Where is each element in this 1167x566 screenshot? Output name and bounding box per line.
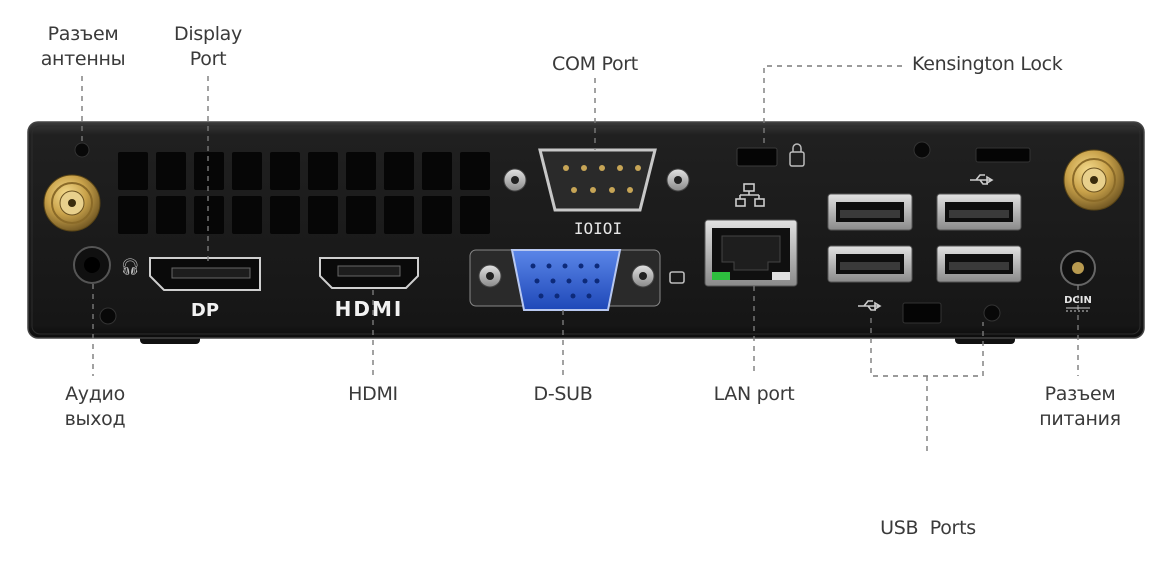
label-antenna-line1: Разъем: [47, 23, 119, 45]
label-power-connector: Разъем питания: [1030, 382, 1130, 432]
hdmi-connector: [319, 257, 419, 289]
com-port: [503, 148, 690, 212]
usb-port: [936, 193, 1022, 231]
com-marking: IOIOI: [574, 219, 622, 238]
label-display-port-line1: Display: [174, 23, 242, 45]
headphone-icon: 🎧︎: [120, 257, 140, 276]
usb-port: [827, 245, 913, 283]
label-antenna-connector: Разъем антенны: [34, 22, 132, 72]
dcin-marking: DCIN: [1064, 295, 1092, 306]
label-kensington-text: Kensington Lock: [912, 53, 1063, 75]
usb-port: [827, 193, 913, 231]
device-illustration: 🎧︎: [27, 65, 1145, 456]
antenna-connector-right: [1063, 149, 1125, 211]
network-icon: [735, 183, 765, 207]
label-dsub-text: D-SUB: [533, 383, 593, 405]
label-display-port: Display Port: [160, 22, 256, 72]
screw-hole: [913, 141, 931, 159]
screw-hole: [99, 307, 117, 325]
lock-icon: [789, 143, 805, 167]
label-com-port-text: COM Port: [552, 53, 638, 75]
label-lan-text: LAN port: [713, 383, 795, 405]
label-power-line1: Разъем: [1044, 383, 1116, 405]
label-audio-line2: выход: [64, 408, 126, 430]
usb-icon: [858, 300, 882, 311]
vga-port: [469, 249, 661, 311]
reset-slot: [902, 302, 942, 324]
dp-marking: DP: [191, 300, 219, 321]
label-antenna-line2: антенны: [40, 48, 126, 70]
label-hdmi: HDMI: [325, 382, 421, 407]
screw-hole: [74, 142, 90, 158]
hdmi-logo: HDMI: [335, 297, 404, 321]
antenna-connector-left: [43, 174, 101, 232]
dc-in-jack: [1060, 250, 1096, 286]
displayport-connector: [149, 257, 261, 291]
leader-lines: [81, 65, 1079, 456]
kensington-slot: [736, 147, 778, 167]
monitor-icon: [669, 271, 685, 284]
label-power-line2: питания: [1039, 408, 1121, 430]
usb-icon: [970, 174, 994, 185]
label-kensington-lock: Kensington Lock: [912, 52, 1102, 77]
usb-port: [936, 245, 1022, 283]
lan-port: [704, 219, 798, 287]
label-usb-text: USB Ports: [880, 517, 976, 539]
chassis: [27, 121, 1145, 339]
top-slot: [975, 147, 1031, 163]
screw-hole: [983, 304, 1001, 322]
vent-grille: [118, 152, 490, 234]
label-com-port: COM Port: [530, 52, 660, 77]
audio-jack: [73, 246, 111, 284]
label-audio-out: Аудио выход: [50, 382, 140, 432]
label-usb-ports: USB Ports: [858, 466, 998, 566]
pc-rear-panel-diagram: 🎧︎: [27, 22, 1145, 539]
label-lan-port: LAN port: [695, 382, 813, 407]
label-hdmi-text: HDMI: [348, 383, 398, 405]
label-display-port-line2: Port: [189, 48, 227, 70]
label-dsub: D-SUB: [510, 382, 616, 407]
label-audio-line1: Аудио: [65, 383, 125, 405]
